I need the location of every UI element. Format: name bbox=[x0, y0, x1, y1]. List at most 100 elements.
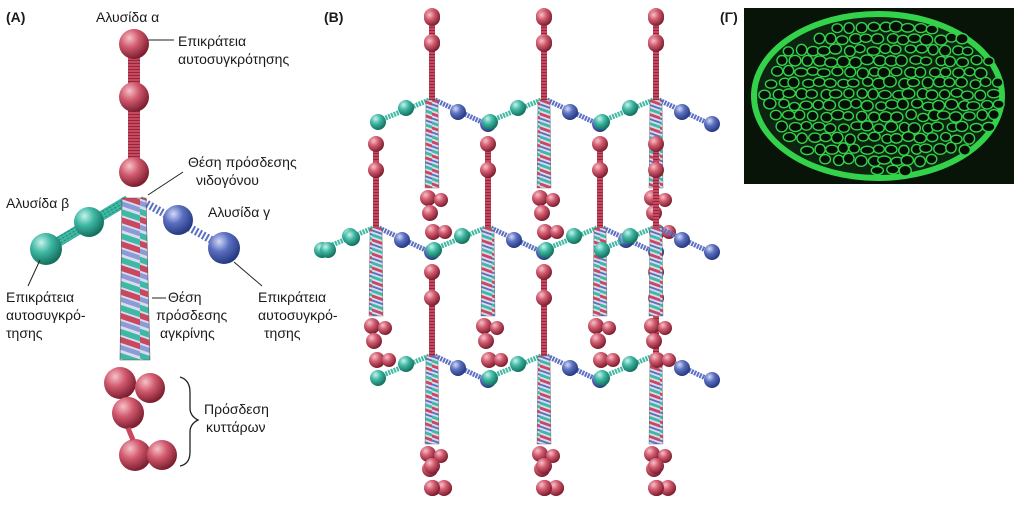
network-alpha-globule bbox=[536, 10, 552, 26]
micrograph-cell bbox=[898, 144, 910, 156]
network-coiled-coil bbox=[592, 227, 608, 317]
micrograph-cell bbox=[878, 110, 893, 123]
micrograph-cell bbox=[943, 77, 956, 88]
micrograph-cell bbox=[885, 99, 899, 110]
network-alpha-globule bbox=[536, 290, 552, 306]
network-alpha-globule bbox=[480, 136, 496, 152]
network-beta-globule bbox=[566, 228, 582, 244]
network-gamma-globule bbox=[450, 360, 466, 376]
micrograph-cell bbox=[800, 145, 815, 156]
micrograph-cell bbox=[969, 79, 982, 90]
micrograph-cell bbox=[914, 66, 927, 79]
network-g-globule bbox=[378, 321, 392, 335]
micrograph-cell bbox=[910, 98, 924, 109]
micrograph-cell bbox=[828, 43, 843, 55]
micrograph-cell bbox=[868, 131, 881, 142]
network-beta-globule bbox=[370, 114, 386, 130]
micrograph-cell bbox=[913, 132, 927, 144]
network-alpha-globule bbox=[536, 264, 552, 280]
micrograph-cell bbox=[919, 56, 933, 66]
nidogen-label-2: νιδογόνου bbox=[196, 172, 259, 188]
network-g-globule bbox=[646, 333, 662, 349]
gamma-domain-label-3: τησης bbox=[264, 325, 301, 341]
micrograph-cell bbox=[808, 132, 822, 144]
micrograph-cell bbox=[782, 131, 797, 143]
micrograph-cell bbox=[776, 54, 788, 67]
agrin-label-3: αγκρίνης bbox=[160, 325, 215, 341]
micrograph-cell bbox=[793, 109, 806, 121]
panel-b-label: (B) bbox=[324, 9, 343, 25]
micrograph-cell bbox=[843, 22, 855, 35]
network-coiled-coil bbox=[424, 355, 440, 445]
micrograph-cell bbox=[983, 56, 995, 67]
micrograph-cell bbox=[896, 98, 909, 111]
micrograph-cell bbox=[877, 155, 892, 165]
micrograph-cell bbox=[870, 33, 885, 45]
micrograph-cell bbox=[940, 131, 952, 142]
micrograph-cell bbox=[873, 123, 885, 134]
micrograph-cell bbox=[822, 99, 837, 111]
micrograph-cell bbox=[788, 121, 803, 133]
network-coiled-coil bbox=[424, 99, 440, 189]
micrograph-cell bbox=[952, 67, 966, 79]
beta-globule bbox=[74, 207, 104, 237]
gamma-domain-label-1: Επικράτεια bbox=[258, 289, 326, 305]
network-beta-globule bbox=[454, 228, 470, 244]
micrograph-cell bbox=[816, 67, 831, 78]
micrograph-cell bbox=[778, 98, 790, 109]
micrograph-cell bbox=[925, 89, 939, 101]
network-g-globule bbox=[550, 225, 564, 239]
micrograph-cell bbox=[812, 121, 826, 132]
micrograph-cell bbox=[976, 109, 989, 121]
beta-domain-label-2: αυτοσυγκρό- bbox=[6, 307, 86, 323]
network-gamma-globule bbox=[674, 104, 690, 120]
network-beta-globule bbox=[482, 370, 498, 386]
micrograph-cell bbox=[981, 121, 996, 133]
micrograph-cell bbox=[961, 46, 974, 56]
micrograph-cell bbox=[882, 75, 897, 88]
network-alpha-globule bbox=[368, 162, 384, 178]
micrograph-cell bbox=[878, 89, 892, 100]
micrograph-cell bbox=[928, 67, 942, 78]
micrograph-cell bbox=[939, 66, 952, 78]
micrograph-cell bbox=[800, 120, 813, 131]
micrograph-cell bbox=[802, 78, 816, 89]
micrograph-cell bbox=[901, 87, 916, 100]
micrograph-cell bbox=[901, 131, 916, 143]
micrograph-cell bbox=[835, 35, 849, 46]
micrograph-cell bbox=[828, 89, 843, 99]
micrograph-cell bbox=[867, 21, 881, 32]
network-g-globule bbox=[422, 205, 438, 221]
micrograph-cell bbox=[856, 88, 868, 99]
network-g-globule bbox=[420, 190, 436, 206]
gamma-globule bbox=[208, 232, 240, 264]
network-alpha-globule bbox=[592, 162, 608, 178]
micrograph-cell bbox=[814, 143, 826, 156]
micrograph-cell bbox=[823, 123, 837, 134]
micrograph-cell bbox=[907, 122, 922, 135]
alpha-globule bbox=[119, 157, 149, 187]
network-gamma-globule bbox=[450, 104, 466, 120]
g-domain-globule bbox=[147, 440, 177, 470]
micrograph-cell bbox=[801, 54, 814, 67]
micrograph-cell bbox=[854, 154, 868, 168]
network-g-globule bbox=[364, 318, 380, 334]
micrograph-cell bbox=[898, 164, 912, 177]
network-g-globule bbox=[649, 352, 665, 368]
micrograph-cell bbox=[860, 120, 874, 132]
micrograph-cell bbox=[896, 34, 910, 46]
micrograph-cell bbox=[919, 143, 933, 154]
micrograph-cell bbox=[806, 110, 819, 122]
network-coiled-coil bbox=[536, 99, 552, 189]
micrograph-cell bbox=[872, 144, 886, 155]
gamma-globule bbox=[163, 205, 193, 235]
network-g-globule bbox=[425, 224, 441, 240]
network-g-globule bbox=[481, 352, 497, 368]
network-beta-globule bbox=[622, 356, 638, 372]
network-alpha-rod bbox=[429, 12, 435, 100]
micrograph-cell bbox=[837, 142, 850, 155]
network-alpha-globule bbox=[424, 264, 440, 280]
micrograph-cell bbox=[925, 24, 939, 35]
network-coiled-coil bbox=[368, 227, 384, 317]
micrograph-cell bbox=[904, 44, 917, 54]
